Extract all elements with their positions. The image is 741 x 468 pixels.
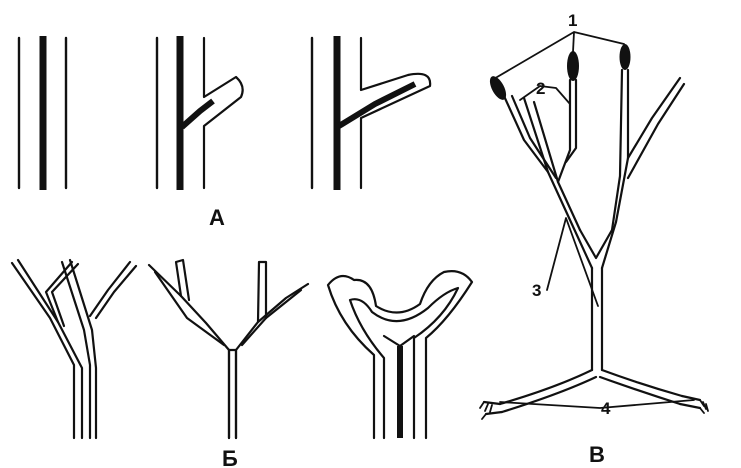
callout-3-stem: 3 bbox=[532, 281, 541, 300]
panel-a-label: А bbox=[209, 205, 225, 230]
panel-b-planation-middle bbox=[149, 260, 308, 438]
panel-a-stage-1-axis bbox=[19, 36, 66, 190]
panel-v-label: В bbox=[589, 442, 605, 467]
panel-a-stage-2-axis bbox=[157, 36, 243, 190]
panel-b-branching-left bbox=[12, 260, 136, 438]
panel-b: Б bbox=[12, 260, 472, 468]
panel-b-webbing-right bbox=[328, 271, 472, 438]
callout-2-telomes: 2 bbox=[536, 79, 545, 98]
panel-b-label: Б bbox=[222, 446, 238, 468]
panel-a: А bbox=[19, 36, 430, 230]
callout-4-rhizoids: 4 bbox=[601, 399, 611, 418]
panel-a-stage-3-axis bbox=[312, 36, 430, 190]
panel-v: 1 2 3 4 В bbox=[480, 11, 708, 467]
callout-1-sporangia: 1 bbox=[568, 11, 577, 30]
panel-v-plant bbox=[480, 44, 708, 419]
